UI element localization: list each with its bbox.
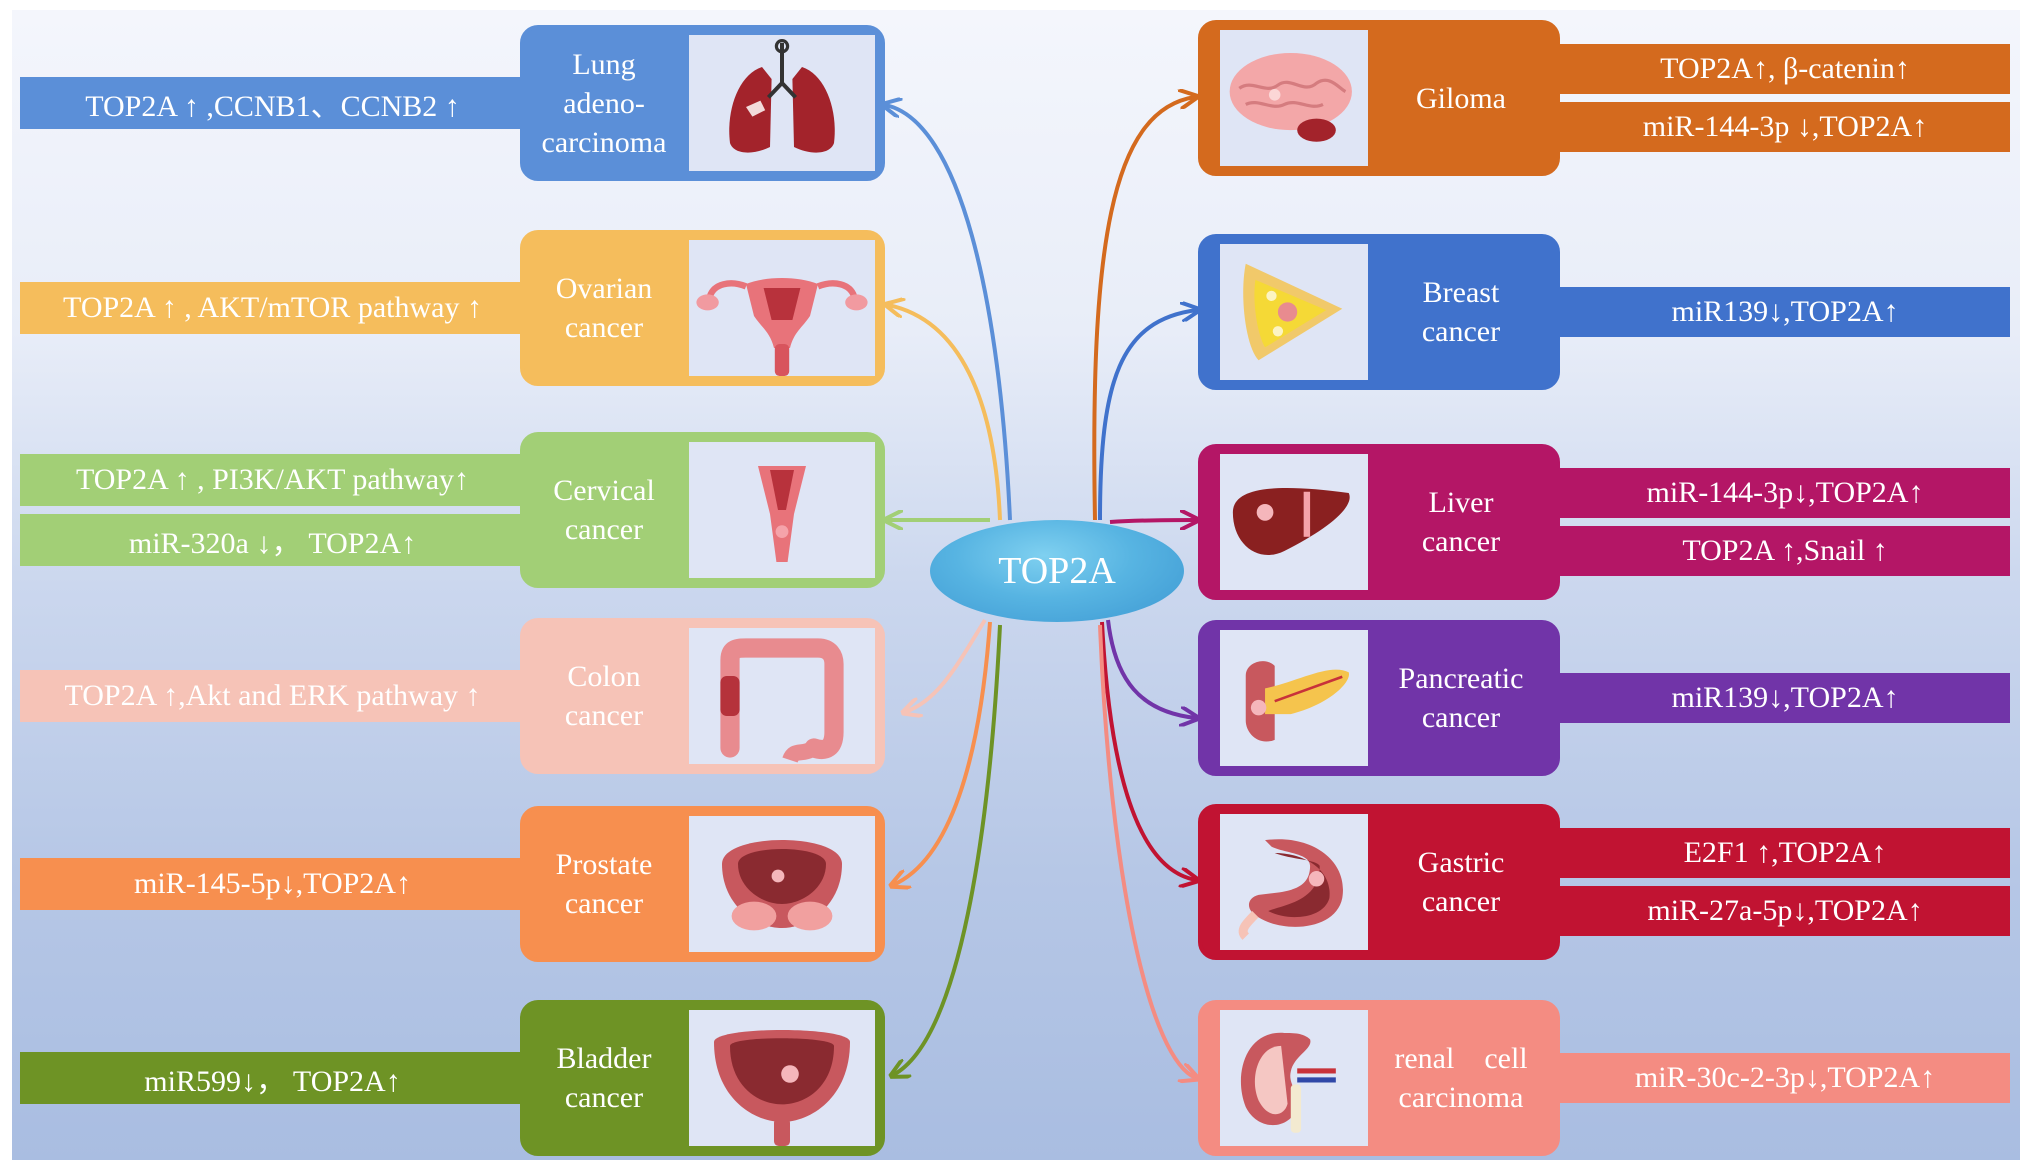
lung-label: Lung adeno-carcinoma bbox=[524, 29, 684, 177]
glioma-card: Giloma bbox=[1198, 20, 1560, 176]
renal-label-line: renal cell bbox=[1394, 1042, 1528, 1075]
breast-label-line: Breast bbox=[1422, 276, 1500, 309]
cervical-label-line: Cervical bbox=[553, 474, 655, 507]
arrow-to-glioma bbox=[1092, 97, 1195, 521]
breast-note-1: miR139↓,TOP2A↑ bbox=[1560, 287, 2010, 337]
stomach-icon bbox=[1220, 814, 1368, 950]
lung-label-line: Lung bbox=[572, 47, 636, 81]
arrow-to-liver bbox=[1109, 520, 1196, 522]
colon-label-line: Colon bbox=[567, 660, 641, 693]
pancreatic-label: Pancreatic cancer bbox=[1366, 624, 1556, 772]
brain-icon bbox=[1220, 30, 1368, 166]
cervical-label-line: cancer bbox=[564, 513, 644, 546]
bladder-label-line: Bladder bbox=[556, 1042, 652, 1075]
cervical-note-2: miR-320a ↓， TOP2A↑ bbox=[20, 514, 525, 566]
pancreas-icon bbox=[1220, 630, 1368, 766]
liver-label: Liver cancer bbox=[1366, 448, 1556, 596]
liver-label-line: Liver bbox=[1428, 486, 1494, 519]
renal-label-line: carcinoma bbox=[1398, 1081, 1524, 1114]
bladder-icon bbox=[689, 1010, 875, 1146]
renal-label: renal cell carcinoma bbox=[1366, 1004, 1556, 1152]
prostate-label: Prostate cancer bbox=[524, 810, 684, 958]
gastric-label-line: Gastric bbox=[1417, 846, 1505, 879]
gastric-card: Gastric cancer bbox=[1198, 804, 1560, 960]
arrow-to-gastric bbox=[1100, 621, 1196, 880]
renal-note-1: miR-30c-2-3p↓,TOP2A↑ bbox=[1560, 1053, 2010, 1103]
lung-label-line: adeno- bbox=[563, 86, 645, 120]
prostate-icon bbox=[689, 816, 875, 952]
prostate-note-1: miR-145-5p↓,TOP2A↑ bbox=[20, 858, 525, 910]
uterus-ovaries-icon bbox=[689, 240, 875, 376]
breast-label: Breast cancer bbox=[1366, 238, 1556, 386]
arrow-to-bladder bbox=[893, 624, 1002, 1075]
liver-note-1: miR-144-3p↓,TOP2A↑ bbox=[1560, 468, 2010, 518]
bladder-label: Bladder cancer bbox=[524, 1004, 684, 1152]
ovarian-label-line: cancer bbox=[564, 311, 644, 344]
ovarian-label-line: Ovarian bbox=[555, 272, 653, 305]
prostate-card: Prostate cancer bbox=[520, 806, 885, 962]
ovarian-note-1: TOP2A ↑ , AKT/mTOR pathway ↑ bbox=[20, 282, 525, 334]
liver-label-line: cancer bbox=[1421, 525, 1501, 558]
kidney-icon bbox=[1220, 1010, 1368, 1146]
glioma-label: Giloma bbox=[1366, 24, 1556, 172]
arrow-to-pancreatic bbox=[1106, 619, 1196, 718]
colon-card: Colon cancer bbox=[520, 618, 885, 774]
glioma-note-2: miR-144-3p ↓,TOP2A↑ bbox=[1560, 102, 2010, 152]
bladder-card: Bladder cancer bbox=[520, 1000, 885, 1156]
breast-card: Breast cancer bbox=[1198, 234, 1560, 390]
lung-card: Lung adeno-carcinoma bbox=[520, 25, 885, 181]
gastric-label: Gastric cancer bbox=[1366, 808, 1556, 956]
ovarian-card: Ovarian cancer bbox=[520, 230, 885, 386]
liver-card: Liver cancer bbox=[1198, 444, 1560, 600]
prostate-label-line: Prostate bbox=[555, 848, 653, 881]
gastric-label-line: cancer bbox=[1421, 885, 1501, 918]
ovarian-label: Ovarian cancer bbox=[524, 234, 684, 382]
breast-icon bbox=[1220, 244, 1368, 380]
lung-label-line: carcinoma bbox=[541, 125, 667, 159]
arrow-to-breast bbox=[1098, 310, 1197, 521]
bladder-label-line: cancer bbox=[564, 1081, 644, 1114]
prostate-label-line: cancer bbox=[564, 887, 644, 920]
lung-icon bbox=[689, 35, 875, 171]
arrow-to-lung bbox=[885, 105, 1012, 521]
pancreatic-label-line: Pancreatic bbox=[1398, 662, 1524, 695]
center-label: TOP2A bbox=[998, 550, 1116, 592]
colon-icon bbox=[689, 628, 875, 764]
cervical-label: Cervical cancer bbox=[524, 436, 684, 584]
gastric-note-1: E2F1 ↑,TOP2A↑ bbox=[1560, 828, 2010, 878]
arrow-to-renal bbox=[1098, 624, 1196, 1078]
glioma-note-1: TOP2A↑, β-catenin↑ bbox=[1560, 44, 2010, 94]
arrow-to-ovarian bbox=[888, 305, 1002, 521]
cervix-icon bbox=[689, 442, 875, 578]
gastric-note-2: miR-27a-5p↓,TOP2A↑ bbox=[1560, 886, 2010, 936]
breast-label-line: cancer bbox=[1421, 315, 1501, 348]
liver-icon bbox=[1220, 454, 1368, 590]
renal-card: renal cell carcinoma bbox=[1198, 1000, 1560, 1156]
cervical-note-1: TOP2A ↑ , PI3K/AKT pathway↑ bbox=[20, 454, 525, 506]
center-node: TOP2A bbox=[930, 520, 1184, 622]
bladder-note-1: miR599↓， TOP2A↑ bbox=[20, 1052, 525, 1104]
liver-note-2: TOP2A ↑,Snail ↑ bbox=[1560, 526, 2010, 576]
colon-label-line: cancer bbox=[564, 699, 644, 732]
colon-label: Colon cancer bbox=[524, 622, 684, 770]
arrow-to-prostate bbox=[893, 621, 992, 885]
lung-note-1: TOP2A ↑ ,CCNB1、CCNB2 ↑ bbox=[20, 77, 525, 129]
pancreatic-note-1: miR139↓,TOP2A↑ bbox=[1560, 673, 2010, 723]
colon-note-1: TOP2A ↑,Akt and ERK pathway ↑ bbox=[20, 670, 525, 722]
pancreatic-card: Pancreatic cancer bbox=[1198, 620, 1560, 776]
pancreatic-label-line: cancer bbox=[1421, 701, 1501, 734]
cervical-card: Cervical cancer bbox=[520, 432, 885, 588]
arrow-to-colon bbox=[905, 618, 987, 712]
glioma-label-line: Giloma bbox=[1416, 81, 1506, 115]
